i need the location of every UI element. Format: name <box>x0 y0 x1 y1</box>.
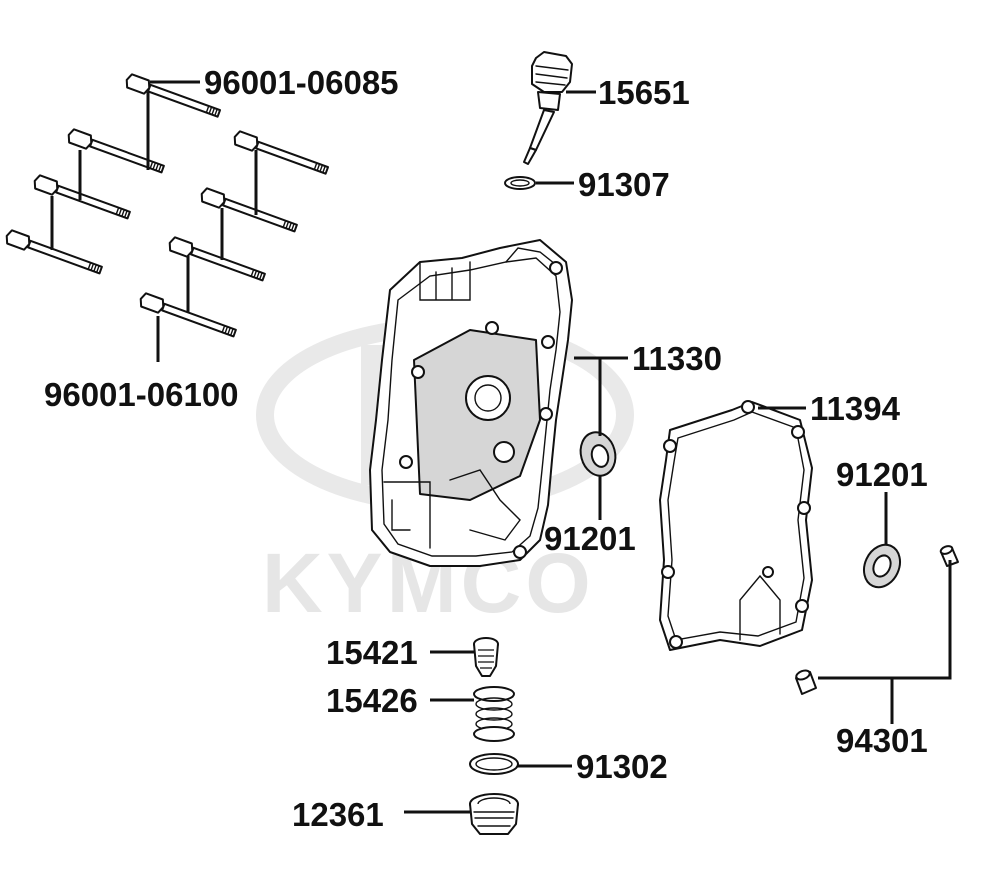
label-plug-o-ring: 91302 <box>576 748 668 785</box>
label-oil-seal-cover: 91201 <box>544 520 636 557</box>
label-drain-plug: 12361 <box>292 796 384 833</box>
dowel-pin <box>939 545 959 567</box>
oil-dipstick <box>523 51 573 165</box>
oil-strainer <box>473 637 499 677</box>
dipstick-o-ring <box>504 176 536 190</box>
bolt <box>168 236 266 282</box>
label-dowel-pin: 94301 <box>836 722 928 759</box>
strainer-spring <box>473 686 515 742</box>
cover-gasket <box>659 400 813 651</box>
label-dipstick-o-ring: 91307 <box>578 166 670 203</box>
oil-seal-loose <box>863 543 901 589</box>
label-dipstick: 15651 <box>598 74 690 111</box>
label-cover: 11330 <box>632 340 722 377</box>
label-gasket: 11394 <box>810 390 901 427</box>
label-bolt-long: 96001-06085 <box>204 64 399 101</box>
label-spring: 15426 <box>326 682 418 719</box>
bolt <box>125 73 222 118</box>
bolt <box>5 229 103 275</box>
label-bolt-short: 96001-06100 <box>44 376 239 413</box>
bolt-group-long <box>5 73 222 275</box>
crankcase-cover <box>369 239 573 567</box>
bolt <box>139 292 237 338</box>
bolt-group-short <box>139 130 330 338</box>
label-strainer: 15421 <box>326 634 418 671</box>
drain-plug-o-ring <box>469 753 519 775</box>
bolt <box>233 130 330 175</box>
callout-leader-lines <box>404 90 952 814</box>
dowel-pin <box>795 669 817 695</box>
part-number-labels: 96001-06085 96001-06100 15651 91307 1133… <box>44 64 928 833</box>
oil-seal-cover <box>579 431 617 477</box>
bolt <box>67 128 165 174</box>
bolt <box>33 174 131 220</box>
bolt-leader-lines <box>50 80 258 362</box>
label-oil-seal-loose: 91201 <box>836 456 928 493</box>
drain-plug <box>469 793 519 835</box>
bolt <box>200 187 298 233</box>
